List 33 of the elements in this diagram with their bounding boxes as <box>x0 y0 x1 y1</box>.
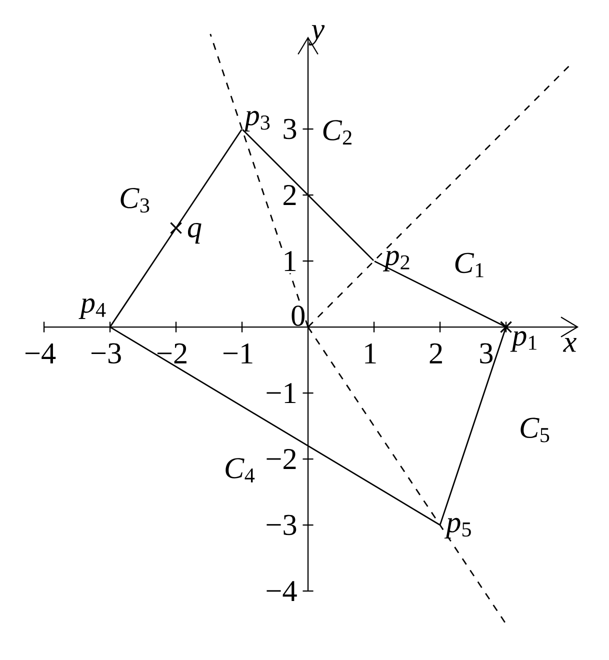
region-label: C$_{5}$ <box>520 418 550 442</box>
axis-label: y <box>308 25 325 46</box>
axis-label: x <box>562 338 576 352</box>
tick-label: 2 <box>426 341 446 366</box>
region-label: C$_{2}$ <box>323 120 352 144</box>
tick-label: 3 <box>476 340 496 366</box>
tick-label: −1 <box>220 341 256 366</box>
region-label: C$_{1}$ <box>455 252 484 278</box>
vertex-label: p$_{2}$ <box>382 250 410 272</box>
tick-label: 1 <box>360 341 380 366</box>
polygon-side <box>374 260 506 328</box>
tick-label: −2 <box>154 341 190 366</box>
tick-label: 2 <box>280 182 300 208</box>
vertex-label: p$_{5}$ <box>444 518 471 539</box>
tick-label: 1 <box>280 248 300 274</box>
polygon-side <box>440 327 506 525</box>
tick-label: −3 <box>262 512 300 538</box>
tick-label: −1 <box>262 380 300 406</box>
region-label: C$_{4}$ <box>226 458 255 482</box>
tick-label: −4 <box>22 341 58 366</box>
vertex-label: p$_{1}$ <box>510 331 536 352</box>
polygon-side <box>110 326 440 526</box>
origin-label: 0 <box>292 306 304 326</box>
polygon-side <box>242 129 374 262</box>
point-label: q <box>188 222 202 244</box>
vertex-label: p$_{3}$ <box>243 110 270 132</box>
vertex-label: p$_{4}$ <box>78 298 106 319</box>
region-label: C$_{3}$ <box>120 188 150 213</box>
tick-label: 3 <box>280 116 300 142</box>
polygon-side <box>110 129 242 327</box>
tick-label: −2 <box>262 446 300 472</box>
tick-label: −3 <box>88 340 124 366</box>
tick-label: −4 <box>262 578 300 604</box>
